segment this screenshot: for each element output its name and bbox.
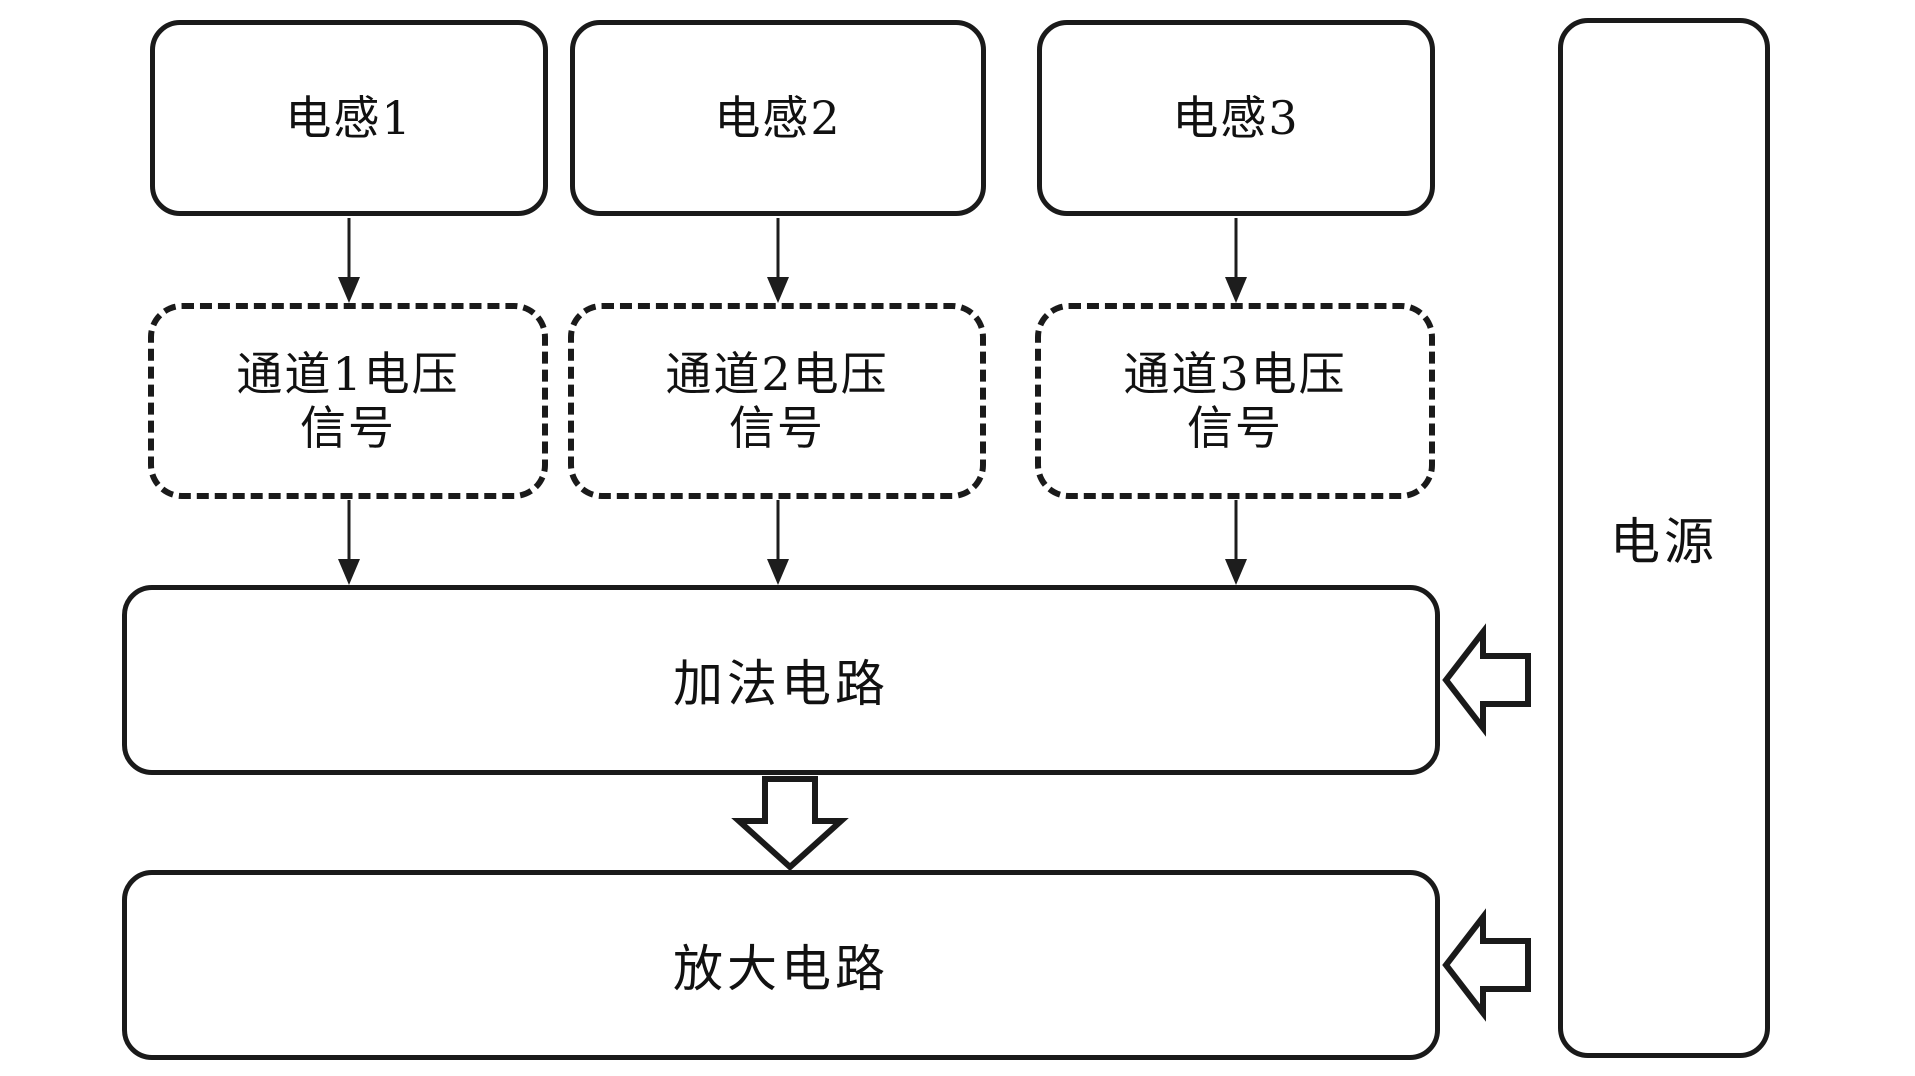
channel-2-signal-line2: 信号 (729, 401, 825, 455)
inductor-1-label: 电感1 (285, 90, 413, 145)
hollow-arrow-power-to-adder (1442, 623, 1531, 737)
inductor-1-box: 电感1 (150, 20, 548, 216)
channel-3-voltage-signal-label: 通道3电压 信号 (1123, 347, 1346, 456)
channel-3-voltage-signal-box: 通道3电压 信号 (1035, 303, 1435, 499)
amplifier-circuit-box: 放大电路 (122, 870, 1440, 1060)
arrowhead-inductor3-to-signal3 (1225, 277, 1247, 303)
inductor-2-box: 电感2 (570, 20, 986, 216)
channel-2-voltage-signal-label: 通道2电压 信号 (665, 347, 888, 456)
adder-circuit-label: 加法电路 (673, 655, 889, 713)
amplifier-circuit-label: 放大电路 (673, 940, 889, 998)
channel-1-signal-line2: 信号 (300, 401, 396, 455)
channel-3-signal-line1: 通道3电压 (1123, 346, 1347, 401)
channel-1-voltage-signal-box: 通道1电压 信号 (148, 303, 548, 499)
adder-circuit-box: 加法电路 (122, 585, 1440, 775)
hollow-arrow-adder-to-amplifier (731, 776, 849, 872)
arrowhead-signal1-to-adder (338, 559, 360, 585)
channel-2-voltage-signal-box: 通道2电压 信号 (568, 303, 986, 499)
hollow-arrow-power-to-amplifier (1442, 908, 1531, 1022)
channel-2-signal-line1: 通道2电压 (665, 346, 889, 401)
arrowhead-inductor1-to-signal1 (338, 277, 360, 303)
inductor-3-label: 电感3 (1172, 90, 1300, 145)
inductor-2-label: 电感2 (714, 90, 842, 145)
inductor-3-box: 电感3 (1037, 20, 1435, 216)
channel-1-voltage-signal-label: 通道1电压 信号 (236, 347, 459, 456)
channel-1-signal-line1: 通道1电压 (236, 346, 460, 401)
channel-3-signal-line2: 信号 (1187, 401, 1283, 455)
power-supply-box: 电源 (1558, 18, 1770, 1058)
arrowhead-signal2-to-adder (767, 559, 789, 585)
arrowhead-signal3-to-adder (1225, 559, 1247, 585)
arrowhead-inductor2-to-signal2 (767, 277, 789, 303)
power-supply-label: 电源 (1610, 513, 1718, 571)
